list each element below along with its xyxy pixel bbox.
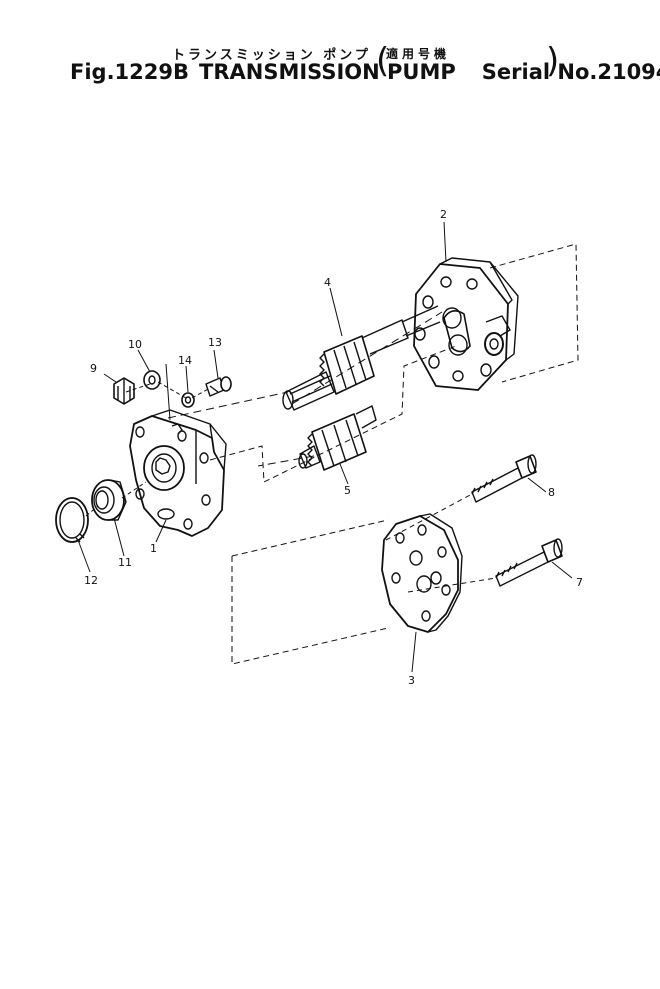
part-2-pump-body (413, 257, 519, 391)
part-1-front-cover (129, 409, 227, 537)
callout-14: 14 (178, 354, 192, 367)
figure-number: Fig.1229B (70, 60, 190, 84)
part-14-washer (181, 392, 195, 408)
part-7-bolt (495, 538, 563, 587)
serial-label-japanese: 適用号機 (386, 47, 451, 61)
callout-5: 5 (344, 484, 351, 497)
callout-labels: 2 4 5 3 8 7 9 10 14 13 11 12 1 (84, 208, 583, 687)
callout-3: 3 (408, 674, 415, 687)
callout-13: 13 (208, 336, 222, 349)
callout-2: 2 (440, 208, 447, 221)
title-line: Fig.1229B TRANSMISSION PUMP Serial No.2109… (70, 60, 660, 84)
part-12-snap-ring (55, 497, 89, 543)
part-10-washer (143, 370, 161, 390)
callout-1: 1 (150, 542, 157, 555)
part-5-driven-gear (298, 405, 377, 471)
callout-10: 10 (128, 338, 142, 351)
callout-4: 4 (324, 276, 331, 289)
callout-12: 12 (84, 574, 98, 587)
title-english: TRANSMISSION PUMP (199, 60, 456, 84)
callout-8: 8 (548, 486, 555, 499)
callout-11: 11 (118, 556, 132, 569)
leader-lines (77, 221, 573, 673)
part-3-rear-plate (381, 513, 463, 633)
part-13-bolt (205, 376, 232, 397)
close-paren: ) (546, 41, 560, 81)
part-8-bolt (471, 454, 537, 503)
callout-9: 9 (90, 362, 97, 375)
part-11-oil-seal (91, 479, 127, 521)
open-paren: ( (376, 41, 390, 81)
drawing-header: トランスミッション ポンプ ( 適用号機 Fig.1229B TRANSMISSI… (0, 0, 660, 110)
title-japanese: トランスミッション ポンプ (172, 48, 371, 63)
callout-7: 7 (576, 576, 583, 589)
part-9-nut (113, 377, 135, 405)
alignment-lines (85, 243, 579, 665)
serial-number: Serial No.21094~ (481, 60, 660, 84)
